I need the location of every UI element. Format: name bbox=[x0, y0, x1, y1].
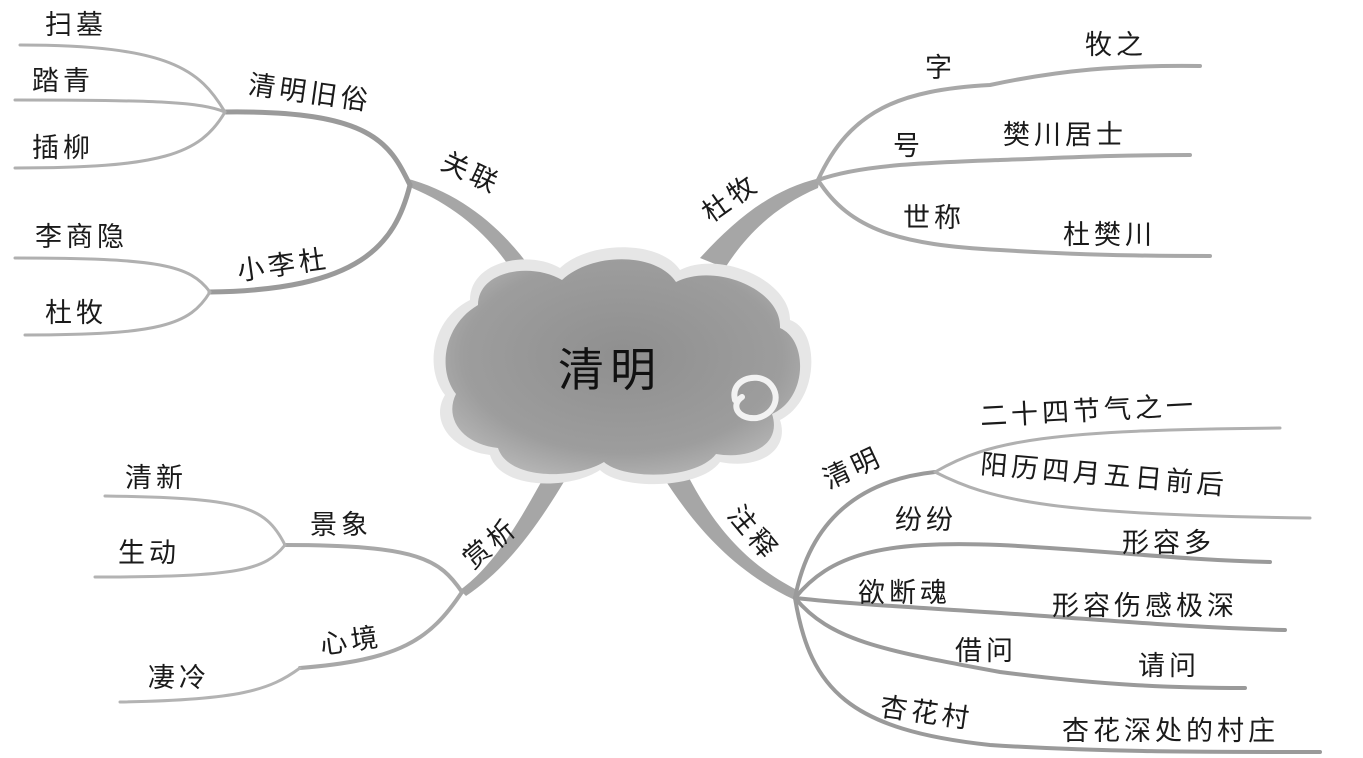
leaf-taqing: 踏青 bbox=[32, 68, 94, 95]
zhushi-key-fenfen: 纷纷 bbox=[895, 507, 957, 534]
dumu-value-hao: 樊川居士 bbox=[1003, 122, 1127, 149]
zhushi-value-xinghuacun: 杏花深处的村庄 bbox=[1062, 718, 1279, 745]
zhushi-value-jiewen: 请问 bbox=[1138, 653, 1200, 680]
zhushi-value-yuduanhun: 形容伤感极深 bbox=[1052, 593, 1238, 620]
leaf-chaliu: 插柳 bbox=[32, 135, 94, 162]
leaf-shengdong: 生动 bbox=[118, 540, 180, 567]
zhushi-key-jiewen: 借问 bbox=[955, 638, 1017, 665]
leaf-saomu: 扫墓 bbox=[45, 12, 107, 39]
node-jingxiang: 景象 bbox=[310, 512, 372, 539]
center-topic: 清明 bbox=[558, 347, 662, 393]
leaf-qileng: 凄冷 bbox=[148, 665, 210, 692]
zhushi-value-fenfen: 形容多 bbox=[1122, 530, 1215, 557]
leaf-qingxin: 清新 bbox=[125, 465, 187, 492]
leaf-li-shangyin: 李商隐 bbox=[35, 224, 128, 251]
leaf-du-mu: 杜牧 bbox=[45, 300, 107, 327]
dumu-key-shicheng: 世称 bbox=[903, 205, 965, 232]
node-xinjing: 心境 bbox=[318, 624, 383, 659]
dumu-key-zi: 字 bbox=[925, 55, 956, 82]
dumu-value-zi: 牧之 bbox=[1085, 32, 1147, 59]
branch-zhushi bbox=[660, 470, 797, 600]
dumu-value-shicheng: 杜樊川 bbox=[1063, 222, 1156, 249]
zhushi-key-yuduanhun: 欲断魂 bbox=[858, 580, 951, 607]
dumu-key-hao: 号 bbox=[893, 133, 924, 160]
